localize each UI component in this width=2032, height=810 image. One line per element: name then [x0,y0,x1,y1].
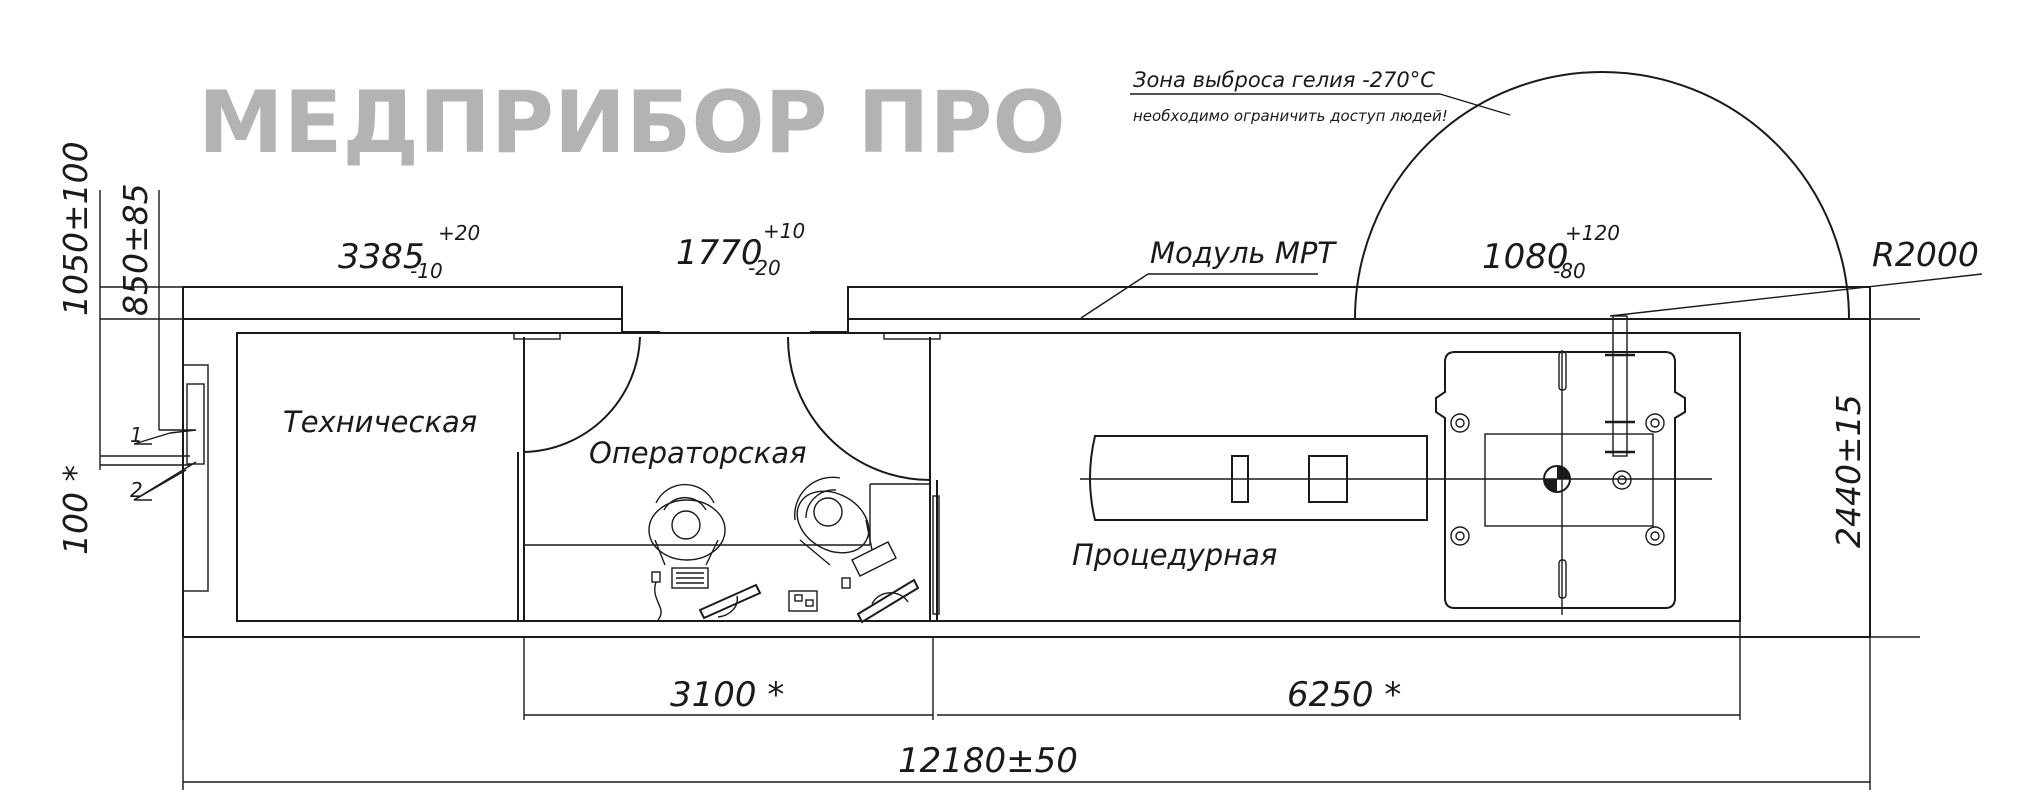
operator-person-1 [648,483,726,566]
dim-total-12180: 12180±50 [898,741,1078,781]
dim-1770-lower-tol: -20 [748,256,781,280]
wall-panel-inner [186,383,205,465]
operator-workstations [648,476,920,624]
wall-outer-right [183,286,1871,638]
dim-height-850: 850±85 [116,183,155,316]
helium-zone: Зона выброса гелия -270°С необходимо огр… [1130,68,1983,320]
helium-leader [1439,93,1511,116]
callout-1: 1 [130,423,143,447]
dim-procedure-6250: 6250 * [1287,675,1401,715]
dim-3385-upper-tol: +20 [438,221,480,245]
mouse-1 [651,571,661,583]
room-label-procedure: Процедурная [1072,538,1277,572]
dim-1080-lower-tol: -80 [1553,259,1586,283]
mri-magnet [1435,351,1686,609]
door-frame-left [513,332,561,340]
quench-pipe [1612,315,1628,457]
radius-label: R2000 [1872,235,1979,274]
helium-zone-warning: необходимо ограничить доступ людей! [1133,107,1448,125]
module-callout: Модуль МРТ [1080,236,1337,319]
door-swing-procedure [786,336,931,481]
door-swing-technical [523,336,641,453]
partitions [517,452,940,621]
callout-2: 2 [130,478,143,502]
bottom-dimensions: 3100 * 6250 * 12180±50 [182,621,1871,790]
radius-leader [1609,273,1983,317]
helium-zone-title: Зона выброса гелия -270°С [1133,68,1435,92]
helium-zone-arc [1354,71,1850,320]
mri-equipment [1080,315,1712,615]
wall-equipment: 1 2 [100,364,209,592]
keyboard-2 [851,541,897,577]
dim-1080-upper-tol: +120 [1565,221,1620,245]
left-dimensions: 1050±100 850±85 100 * [56,141,196,555]
magnet-mount-points [1450,413,1665,546]
callout-1-leader [133,432,171,445]
keyboard-1 [671,567,709,589]
room-label-operator: Операторская [589,436,807,470]
dim-3385: 3385 [338,237,425,277]
dim-1770-upper-tol: +10 [763,219,805,243]
doors [523,336,931,481]
door-frame-right [883,332,941,340]
magnet-bore [1484,433,1654,527]
callout-2-leader-b [133,469,187,501]
observation-window [932,495,940,615]
right-dimension: 2440±15 [1829,318,1920,638]
dim-operator-3100: 3100 * [670,675,784,715]
outer-walls [182,286,1871,638]
operator-person-2 [794,476,873,566]
monitor-1 [698,583,762,620]
room-label-technical: Техническая [283,405,477,439]
phone-device [788,590,818,612]
monitor-2 [856,578,920,624]
dim-1770: 1770 [676,233,763,273]
module-leader [1080,273,1149,319]
inner-shell [236,332,1741,622]
dim-wall-100: 100 * [56,465,95,555]
top-dimensions: 3385 +20 -10 1770 +10 -20 1080 +120 -80 [182,219,1620,720]
dim-3385-lower-tol: -10 [410,259,443,283]
mouse-2 [841,577,851,589]
module-label: Модуль МРТ [1150,236,1337,270]
dim-1080: 1080 [1482,237,1569,277]
vestibule-jambs [621,319,849,333]
brand-logo: МЕДПРИБОР ПРО [198,73,1066,173]
dim-height-1050: 1050±100 [56,141,95,316]
dim-width-2440: 2440±15 [1829,394,1868,548]
patient-table [1089,435,1428,521]
